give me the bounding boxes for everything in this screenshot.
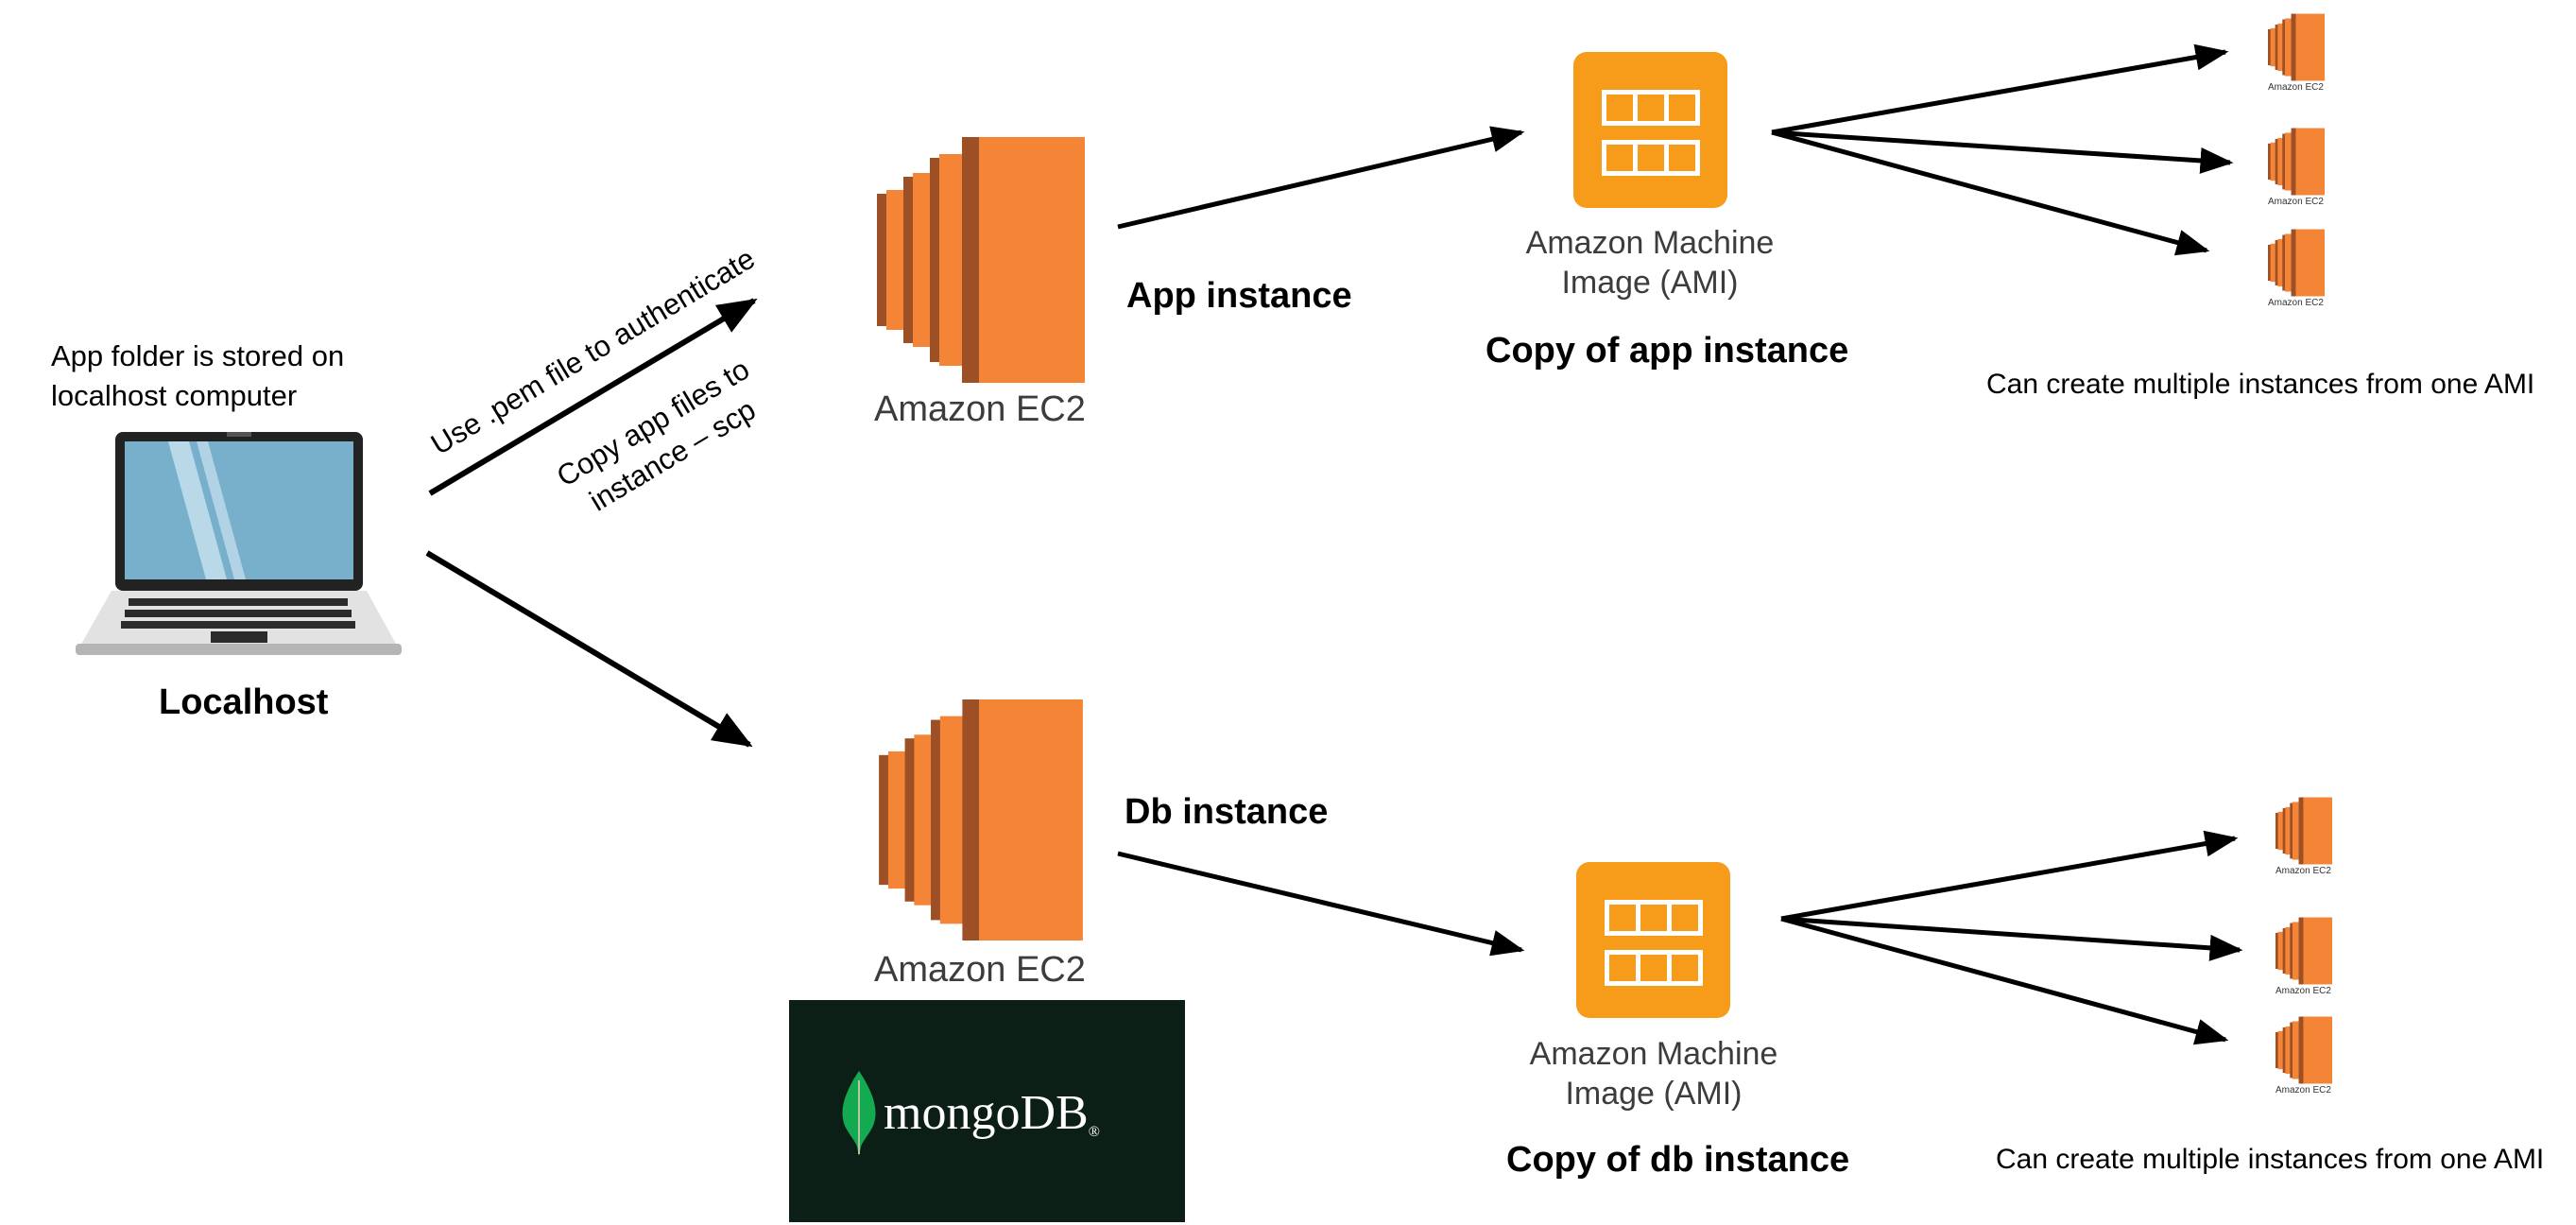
app-ami-caption-line2: Image (AMI) (1561, 265, 1739, 301)
arrow-app-to-ami (1117, 126, 1525, 230)
ami-icon (1573, 52, 1727, 208)
ec2-icon (2268, 13, 2325, 81)
laptop-icon (76, 432, 402, 655)
ec2-icon (2268, 229, 2325, 297)
db-ec2-caption: Amazon EC2 (874, 950, 1086, 990)
mini-ec2-caption: Amazon EC2 (2268, 298, 2324, 308)
mongodb-leaf-icon (842, 1071, 876, 1156)
ec2-icon (2275, 1016, 2332, 1084)
db-ami-caption-line2: Image (AMI) (1565, 1076, 1743, 1112)
db-multi-note: Can create multiple instances from one A… (1996, 1144, 2545, 1175)
localhost-note: App folder is stored on localhost comput… (51, 336, 344, 416)
mongodb-wordmark-text: mongoDB (884, 1086, 1089, 1140)
app-copy-label: Copy of app instance (1485, 331, 1849, 371)
arrow-app-ami-to-ec2-2 (1771, 129, 2234, 174)
ami-grid-cell (1667, 950, 1703, 986)
db-ami-caption: Amazon Machine Image (AMI) (1512, 1034, 1795, 1113)
ec2-icon (879, 699, 1083, 940)
localhost-note-line1: App folder is stored on (51, 339, 345, 372)
db-copy-label: Copy of db instance (1506, 1140, 1850, 1180)
arrow-localhost-to-app (428, 298, 758, 496)
ec2-icon (877, 137, 1085, 383)
mini-ec2-caption: Amazon EC2 (2268, 82, 2324, 93)
localhost-label: Localhost (159, 682, 329, 722)
registered-mark: ® (1088, 1124, 1100, 1140)
mini-ec2-caption: Amazon EC2 (2275, 986, 2331, 996)
ami-icon (1576, 862, 1730, 1018)
app-multi-note: Can create multiple instances from one A… (1986, 369, 2535, 400)
ec2-icon (2275, 917, 2332, 985)
ami-grid-cell (1667, 900, 1703, 936)
mini-ec2-caption: Amazon EC2 (2275, 1085, 2331, 1096)
db-instance-label: Db instance (1125, 792, 1329, 832)
arrow-localhost-to-db (425, 550, 753, 748)
arrow-db-ami-to-ec2-3 (1780, 916, 2229, 1045)
arrow-db-ami-to-ec2-2 (1780, 916, 2243, 961)
app-ec2-caption: Amazon EC2 (874, 389, 1086, 429)
arrow-app-ami-to-ec2-1 (1771, 43, 2229, 135)
ec2-icon (2268, 128, 2325, 196)
arrow-db-to-ami (1117, 851, 1525, 957)
localhost-note-line2: localhost computer (51, 379, 298, 412)
app-ami-caption-line1: Amazon Machine (1525, 225, 1775, 261)
ec2-icon (2275, 797, 2332, 865)
mongodb-wordmark: mongoDB® (884, 1085, 1100, 1141)
mini-ec2-caption: Amazon EC2 (2268, 197, 2324, 207)
mini-ec2-caption: Amazon EC2 (2275, 866, 2331, 876)
mongodb-logo: mongoDB® (789, 1000, 1185, 1222)
app-instance-label: App instance (1126, 276, 1352, 316)
db-ami-caption-line1: Amazon Machine (1529, 1036, 1778, 1072)
app-ami-caption: Amazon Machine Image (AMI) (1508, 223, 1792, 302)
ami-grid-cell (1664, 90, 1700, 126)
arrow-app-ami-to-ec2-3 (1771, 129, 2210, 256)
ami-grid-cell (1664, 140, 1700, 176)
arrow-db-ami-to-ec2-1 (1780, 830, 2239, 922)
